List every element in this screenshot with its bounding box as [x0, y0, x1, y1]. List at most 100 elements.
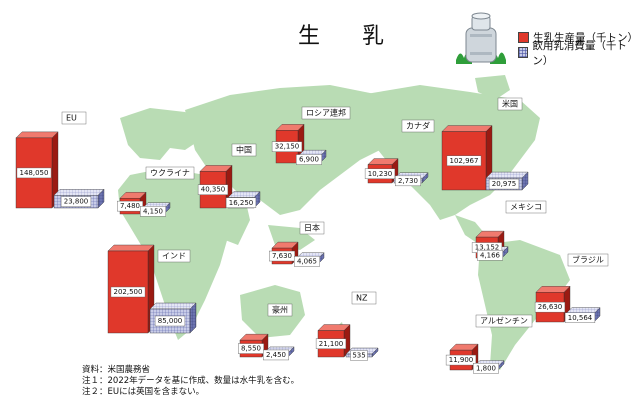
region-label-box: [497, 97, 523, 111]
legend-swatch-consumption: [518, 47, 529, 58]
region-label-box: [351, 291, 377, 305]
region-label-box: [267, 303, 293, 317]
consumption-value-label: 4,065: [297, 257, 317, 265]
map-japan: [308, 160, 322, 192]
region-label-box: [505, 200, 547, 214]
consumption-value-label: 20,975: [492, 180, 517, 188]
region-label-box: [567, 253, 609, 267]
production-value-label: 7,630: [272, 252, 292, 260]
production-bar-top: [535, 286, 571, 293]
region-label-box: [157, 249, 191, 263]
production-value-label: 7,480: [120, 202, 140, 210]
region-label: NZ: [356, 294, 368, 303]
consumption-value-label-box: [296, 154, 322, 165]
production-value-label-box: [364, 168, 396, 179]
consumption-value-label-box: [350, 350, 368, 361]
region-label: メキシコ: [510, 203, 542, 212]
note-2: 注２：EUには英国を含まない。: [82, 387, 205, 397]
region-label: 中国: [236, 145, 252, 155]
consumption-value-label-box: [154, 315, 186, 327]
production-value-label: 11,900: [449, 356, 474, 364]
production-value-label-box: [446, 155, 482, 166]
region-label-box: [401, 119, 435, 133]
consumption-value-label: 2,450: [266, 351, 286, 359]
production-value-label: 40,350: [201, 186, 226, 194]
region-group: 102,967 20,975 米国: [441, 97, 529, 191]
consumption-value-label: 10,564: [568, 314, 593, 322]
production-value-label: 21,100: [319, 340, 344, 348]
production-value-label: 13,152: [475, 244, 500, 252]
region-group: 26,630 10,564 ブラジル: [534, 253, 609, 323]
consumption-value-label-box: [395, 175, 421, 187]
region-label-box: [61, 111, 87, 125]
production-value-label: 26,630: [538, 303, 563, 311]
map-south-america: [478, 240, 570, 370]
production-value-label: 202,500: [114, 288, 143, 296]
region-label: EU: [66, 114, 77, 123]
production-value-label: 8,550: [241, 345, 261, 353]
legend-item-consumption: 飲用乳消費量（千トン）: [518, 40, 640, 67]
consumption-value-label-box: [564, 312, 596, 323]
consumption-value-label: 23,800: [64, 198, 89, 206]
consumption-value-label-box: [473, 363, 499, 374]
legend-item-production: 生乳生産量（千トン）: [518, 30, 640, 45]
consumption-value-label-box: [225, 197, 257, 208]
production-value-label-box: [534, 301, 566, 313]
production-bar-top: [15, 131, 59, 139]
region-label: ウクライナ: [150, 169, 190, 178]
legend-label-production: 生乳生産量（千トン）: [533, 32, 638, 44]
consumption-value-label: 4,150: [143, 207, 163, 215]
consumption-value-label: 4,166: [480, 251, 501, 259]
production-bar-top: [441, 125, 493, 132]
region-label-box: [145, 166, 195, 180]
production-value-label-box: [269, 250, 295, 262]
consumption-value-label: 6,900: [299, 156, 319, 164]
consumption-value-label-box: [294, 256, 320, 267]
region-label: ロシア連邦: [306, 108, 346, 118]
region-group: 202,500 85,000 インド: [107, 244, 197, 334]
region-label: ブラジル: [572, 255, 604, 265]
region-label-box: [301, 106, 351, 120]
consumption-bar-top: [53, 189, 105, 196]
production-value-label-box: [110, 286, 146, 298]
production-value-label: 32,150: [275, 143, 300, 151]
production-value-label: 102,967: [450, 157, 479, 165]
consumption-value-label: 1,800: [476, 364, 496, 372]
consumption-value-label-box: [477, 250, 503, 261]
consumption-value-label: 85,000: [158, 317, 183, 325]
production-value-label-box: [16, 167, 52, 179]
production-value-label-box: [197, 184, 229, 195]
map-europe: [120, 108, 205, 160]
note-1: 注１：2022年データを基に作成、数量は水牛乳を含む。: [82, 376, 300, 386]
note-source: 資料：米国農務省: [82, 365, 151, 375]
region-group: 32,150 6,900 ロシア連邦: [271, 106, 351, 165]
region-label: 豪州: [272, 305, 288, 315]
legend: 生乳生産量（千トン） 飲用乳消費量（千トン）: [518, 30, 640, 67]
region-label: インド: [162, 252, 186, 261]
production-value-label-box: [117, 200, 143, 212]
region-label: カナダ: [406, 121, 430, 131]
legend-label-consumption: 飲用乳消費量（千トン）: [532, 39, 627, 67]
production-value-label-box: [315, 338, 347, 349]
consumption-value-label: 2,730: [398, 177, 418, 185]
region-label-box: [475, 314, 533, 328]
consumption-value-label-box: [60, 196, 92, 207]
source-notes: 資料：米国農務省 注１：2022年データを基に作成、数量は水牛乳を含む。 注２：…: [82, 365, 299, 398]
region-label: アルゼンチン: [480, 316, 528, 326]
consumption-bar-top: [485, 171, 529, 179]
milk-can-icon: [452, 8, 510, 66]
consumption-value-label-box: [140, 206, 166, 217]
consumption-bar-top: [149, 302, 197, 310]
region-label: 日本: [304, 223, 320, 233]
region-group: 8,550 2,450 豪州: [238, 303, 295, 361]
map-greenland: [475, 75, 510, 100]
region-label: 米国: [502, 99, 518, 109]
chart-title: 生 乳: [298, 24, 395, 49]
